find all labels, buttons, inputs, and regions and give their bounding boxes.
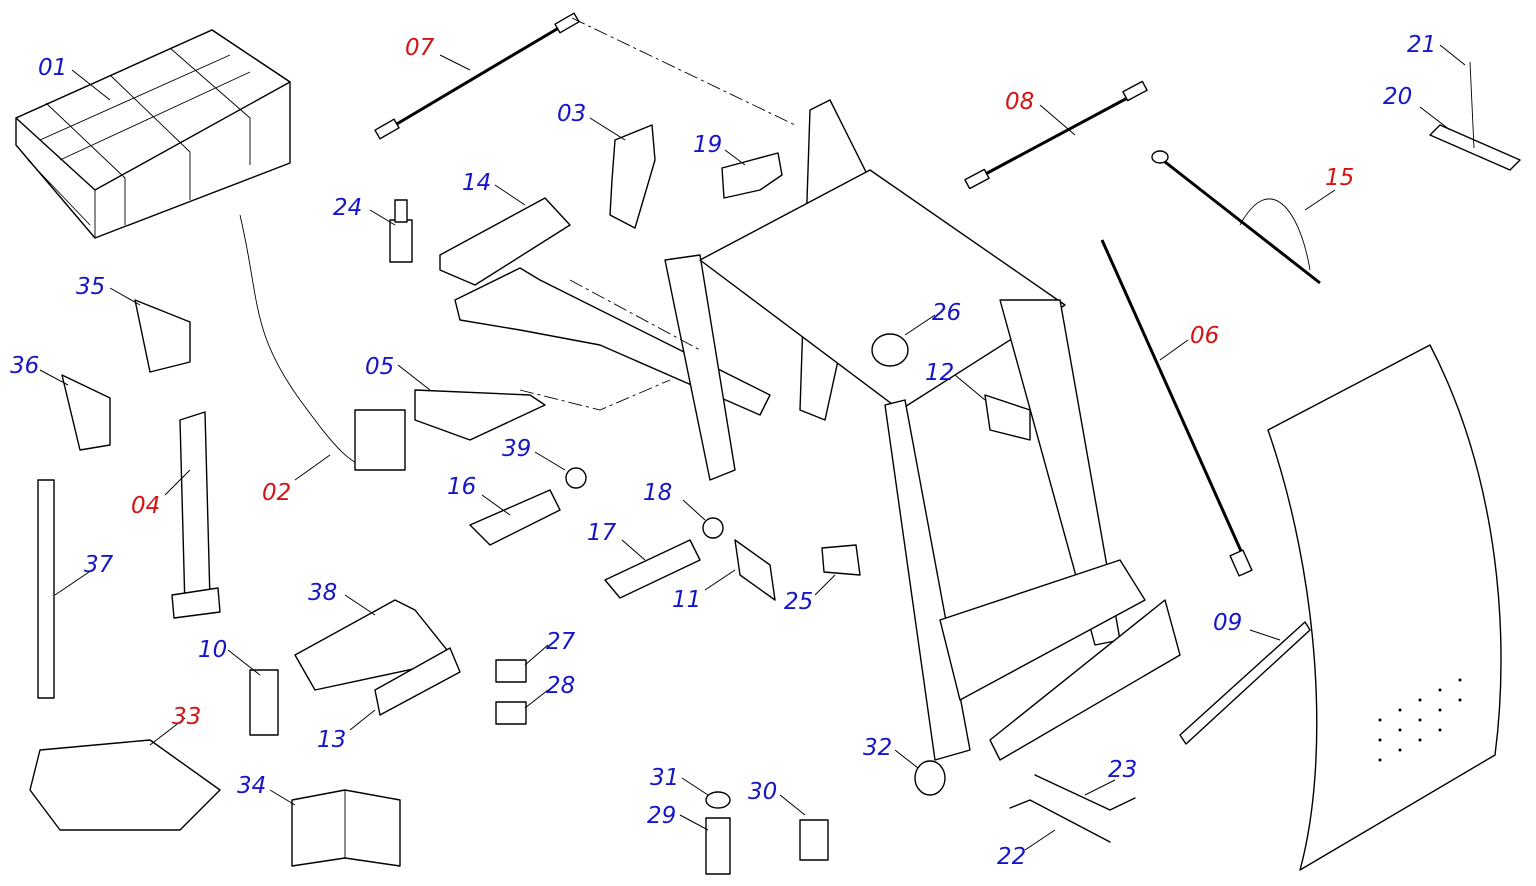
part-03-bracket (609, 124, 656, 229)
callout-14: 14 (462, 170, 491, 196)
part-23-tube (1034, 774, 1136, 811)
callout-02: 02 (262, 480, 291, 506)
callout-17: 17 (587, 520, 617, 546)
callout-12: 12 (925, 360, 954, 386)
part-33-hydraulic-kit (29, 739, 221, 831)
callout-13: 13 (317, 727, 346, 753)
callout-05: 05 (365, 354, 394, 380)
part-30-fitting (799, 819, 829, 861)
callout-01: 01 (38, 55, 67, 81)
part-10-plate (249, 669, 279, 736)
part-19-plate (721, 152, 783, 199)
callout-06: 06 (1190, 323, 1219, 349)
callout-28: 28 (546, 673, 575, 699)
callout-19: 19 (693, 132, 722, 158)
callout-36: 36 (10, 353, 39, 379)
part-37-spiral-guard (37, 479, 55, 699)
callout-25: 25 (784, 589, 813, 615)
callout-03: 03 (557, 101, 586, 127)
part-01-shipping-crate (15, 29, 291, 239)
part-09-strut (1179, 621, 1311, 745)
callout-leaders (39, 44, 1466, 851)
callout-33: 33 (172, 704, 201, 730)
callout-31: 31 (650, 765, 679, 791)
callout-34: 34 (237, 773, 266, 799)
part-31-nut (705, 791, 731, 809)
callout-07: 07 (405, 35, 435, 61)
part-15-hydraulic-cylinder (1151, 150, 1321, 285)
callout-08: 08 (1005, 89, 1034, 115)
part-32-washer (914, 760, 946, 796)
callout-11: 11 (672, 587, 701, 613)
callout-24: 24 (333, 195, 362, 221)
callout-35: 35 (76, 274, 105, 300)
part-guard-screen (1267, 344, 1502, 871)
callout-26: 26 (932, 300, 961, 326)
part-08-hydraulic-hose (964, 80, 1148, 190)
callout-15: 15 (1325, 165, 1354, 191)
part-35-bracket (134, 299, 191, 373)
callout-39: 39 (502, 436, 531, 462)
part-34-operator-manual (291, 789, 401, 867)
part-26-bushing (871, 333, 909, 367)
callout-23: 23 (1108, 757, 1137, 783)
part-16-pivot-pin (469, 489, 561, 546)
part-36-bracket (61, 374, 111, 451)
callout-09: 09 (1213, 610, 1242, 636)
part-28-bushing (495, 701, 527, 725)
callout-37: 37 (84, 552, 114, 578)
callout-20: 20 (1383, 84, 1412, 110)
assembly-centerlines (519, 17, 796, 411)
callout-30: 30 (748, 779, 777, 805)
callout-27: 27 (546, 629, 576, 655)
part-24-pin (389, 199, 413, 263)
part-02-control-valve (239, 214, 406, 471)
callout-10: 10 (198, 637, 227, 663)
callout-32: 32 (863, 735, 892, 761)
callout-38: 38 (308, 580, 337, 606)
part-22-tube (1009, 799, 1111, 843)
part-20-clip (1429, 124, 1521, 171)
main-loader-frame (664, 99, 1181, 761)
guard-perforation (1378, 678, 1462, 762)
part-27-bushing (495, 659, 527, 683)
callout-22: 22 (997, 844, 1026, 870)
part-12-bracket (984, 394, 1031, 441)
part-04-parking-stand (171, 411, 221, 619)
part-11-plate (734, 539, 776, 601)
part-21-pin (1469, 61, 1475, 149)
callout-21: 21 (1407, 32, 1436, 58)
part-14-mounting-plate (439, 197, 571, 286)
callout-18: 18 (643, 480, 672, 506)
part-29-spacer (705, 817, 731, 875)
callout-labels: 01 02 03 04 05 06 07 08 09 10 11 12 13 1… (10, 32, 1436, 870)
part-07-hydraulic-hose (374, 12, 580, 140)
part-39-nut (565, 467, 587, 489)
part-06-hydraulic-hose (1100, 239, 1253, 577)
part-18-nut (702, 517, 724, 539)
callout-29: 29 (647, 803, 676, 829)
part-25-clip (821, 544, 861, 576)
callout-04: 04 (131, 493, 160, 519)
part-13-plate (374, 647, 461, 716)
part-17-pivot-pin (604, 539, 701, 599)
callout-16: 16 (447, 474, 476, 500)
part-05-valve-bracket (414, 389, 546, 441)
